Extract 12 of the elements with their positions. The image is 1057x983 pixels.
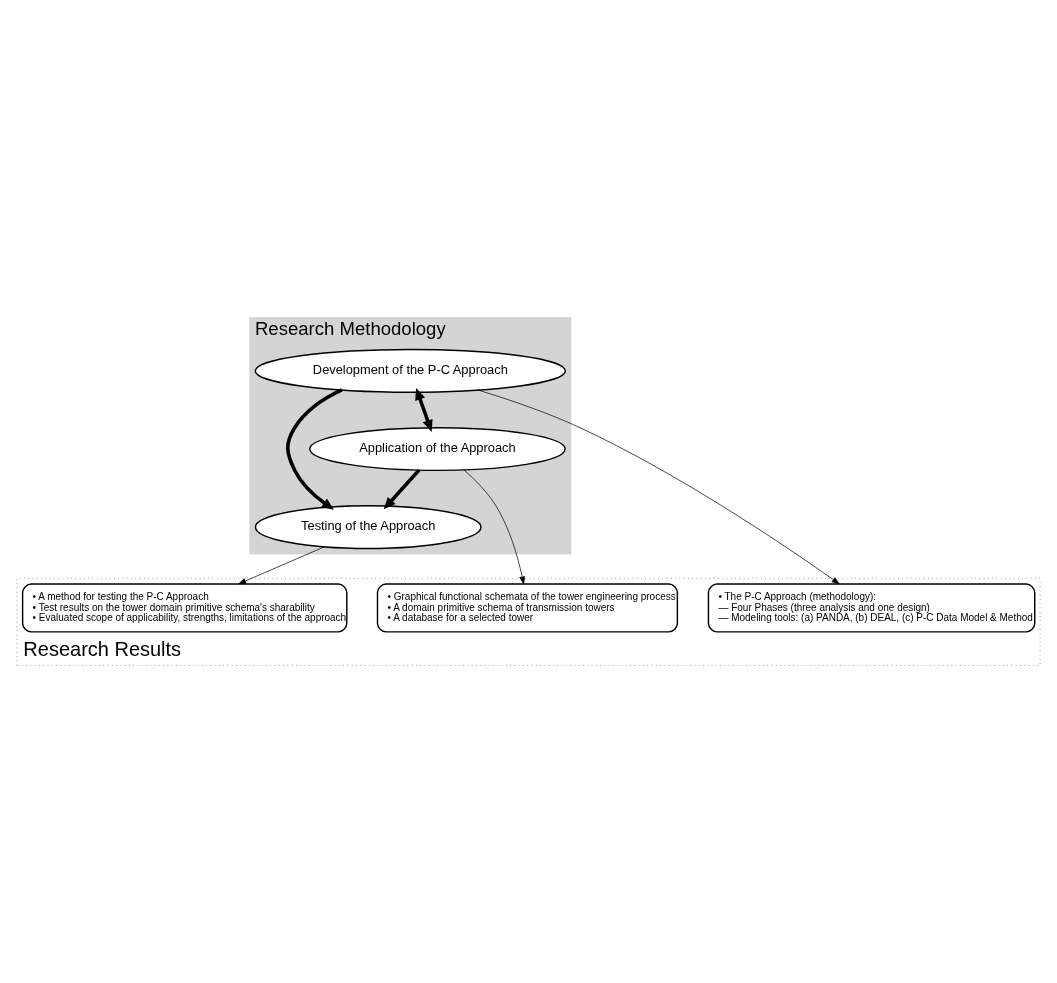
arrow — [477, 389, 840, 585]
node-ellipse: Testing of the Approach — [254, 505, 482, 550]
arrow — [286, 388, 343, 510]
arrow — [238, 546, 325, 585]
node-ellipse: Development of the P-C Approach — [254, 348, 567, 393]
node-box: • The P-C Approach (methodology): — Four Phases (three analysis and one design) — Modeling tools: (a) PANDA, (b) DEAL, (c) P-C Data Model & Method — [707, 583, 1036, 633]
node-ellipse: Application of the Approach — [309, 426, 566, 472]
arrow — [463, 469, 525, 585]
node-box: • A method for testing the P-C Approach • Test results on the tower domain primitive schema's sharability • Evaluated scope of applicability, strengths, limitations of the approach — [21, 583, 348, 633]
arrow — [383, 468, 421, 510]
node-box: • Graphical functional schemata of the tower engineering process • A domain primitive schema of transmission towers • A database for a selected tower — [376, 583, 679, 633]
arrow — [415, 387, 433, 432]
